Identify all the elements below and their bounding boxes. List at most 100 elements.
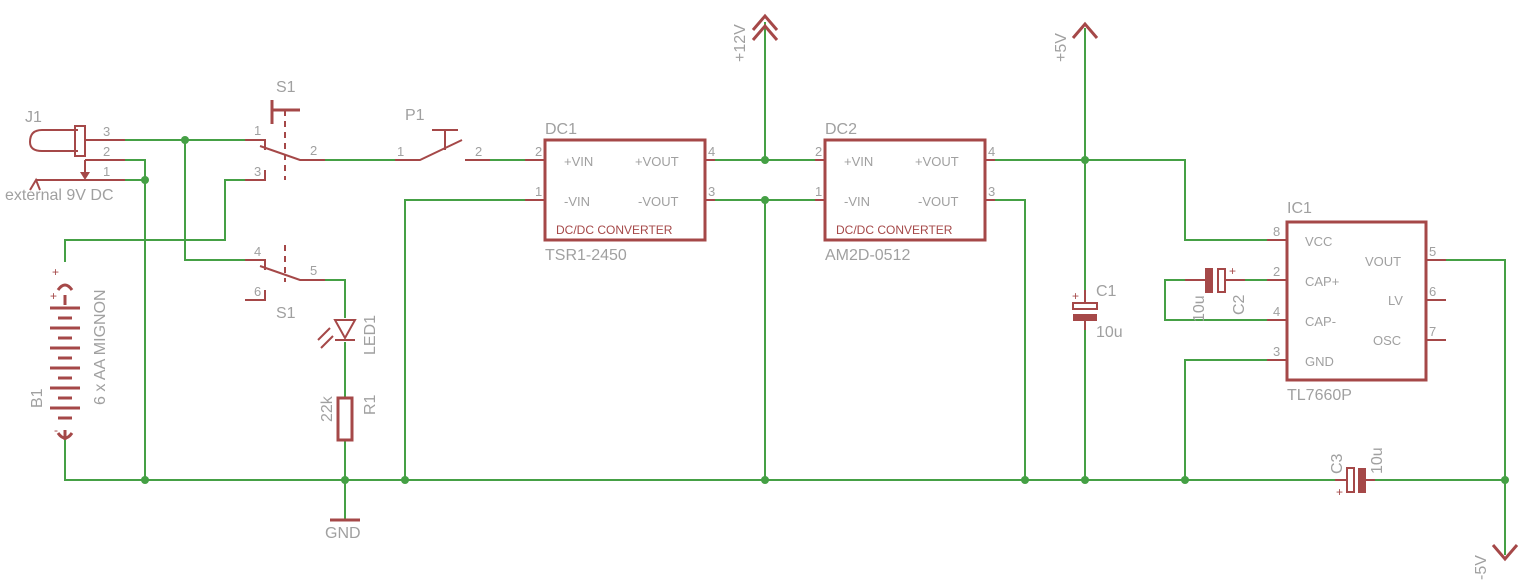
label: 5 bbox=[1429, 244, 1436, 259]
label: 3 bbox=[1273, 344, 1280, 359]
label: OSC bbox=[1373, 333, 1401, 348]
schematic-stroke bbox=[525, 159, 715, 201]
label: 3 bbox=[254, 164, 261, 179]
junction-dot bbox=[761, 196, 769, 204]
label: 2 bbox=[1273, 264, 1280, 279]
schematic-stroke bbox=[333, 319, 357, 341]
label: -VOUT bbox=[638, 194, 679, 209]
label: +VIN bbox=[844, 154, 873, 169]
junction-dot bbox=[1021, 476, 1029, 484]
schematic-stroke bbox=[50, 283, 80, 440]
resistor-r1: 22k R1 bbox=[319, 394, 379, 442]
label: 7 bbox=[1429, 324, 1436, 339]
label: P1 bbox=[405, 107, 425, 124]
schematic-stroke bbox=[1491, 544, 1519, 562]
label: + bbox=[52, 265, 59, 279]
schematic-stroke bbox=[64, 22, 1506, 555]
label: J1 bbox=[25, 109, 42, 126]
schematic-stroke bbox=[80, 172, 90, 180]
junction-dot bbox=[761, 156, 769, 164]
label: C1 bbox=[1096, 283, 1117, 300]
label: -VIN bbox=[844, 194, 870, 209]
pushbutton-p1: P1 1 2 bbox=[395, 107, 490, 161]
label: + bbox=[1229, 264, 1236, 278]
schematic-stroke bbox=[1073, 314, 1097, 321]
junction-dot bbox=[141, 476, 149, 484]
capacitor-c1: + C1 10u bbox=[1072, 283, 1123, 341]
label: 5 bbox=[310, 263, 317, 278]
schematic-stroke bbox=[1346, 467, 1355, 493]
label: 6 x AA MIGNON bbox=[92, 289, 109, 405]
label: 4 bbox=[1273, 304, 1280, 319]
label: 6 bbox=[1429, 284, 1436, 299]
supply-12v: +12V bbox=[732, 13, 779, 62]
label: S1 bbox=[276, 79, 296, 96]
label: TL7660P bbox=[1287, 387, 1352, 404]
schematic-stroke bbox=[543, 138, 707, 242]
converter-dc1: DC1 TSR1-2450 DC/DC CONVERTER +VIN -VIN … bbox=[525, 121, 715, 264]
label: DC2 bbox=[825, 121, 857, 138]
label: 2 bbox=[815, 144, 822, 159]
label: 4 bbox=[708, 144, 715, 159]
label: +VOUT bbox=[915, 154, 959, 169]
label: TSR1-2450 bbox=[545, 247, 627, 264]
label: DC/DC CONVERTER bbox=[556, 223, 673, 237]
jack-j1: J1 3 2 1 external 9V DC bbox=[5, 109, 125, 204]
label: + bbox=[50, 289, 57, 303]
label: DC1 bbox=[545, 121, 577, 138]
schematic-stroke bbox=[815, 159, 995, 201]
label: 4 bbox=[988, 144, 995, 159]
label: AM2D-0512 bbox=[825, 247, 910, 264]
schematic-stroke bbox=[1267, 239, 1446, 361]
schematic-stroke bbox=[245, 139, 325, 301]
label: C3 bbox=[1329, 453, 1346, 474]
schematic-stroke bbox=[336, 396, 354, 442]
led-led1: LED1 bbox=[317, 315, 379, 355]
label: LED1 bbox=[362, 315, 379, 355]
label: 1 bbox=[815, 184, 822, 199]
label: VOUT bbox=[1365, 254, 1401, 269]
label: B1 bbox=[29, 388, 46, 408]
schematic-stroke bbox=[823, 138, 987, 242]
label: 4 bbox=[254, 244, 261, 259]
label: GND bbox=[325, 525, 361, 542]
label: 10u bbox=[1096, 324, 1123, 341]
junction-dot bbox=[141, 176, 149, 184]
label: 3 bbox=[103, 124, 110, 139]
label: 1 bbox=[397, 144, 404, 159]
label: C2 bbox=[1231, 294, 1248, 315]
label: -VOUT bbox=[918, 194, 959, 209]
label: GND bbox=[1305, 354, 1334, 369]
label: +VOUT bbox=[635, 154, 679, 169]
label: 3 bbox=[708, 184, 715, 199]
label: DC/DC CONVERTER bbox=[836, 223, 953, 237]
label: +VIN bbox=[564, 154, 593, 169]
label: 10u bbox=[1369, 447, 1386, 474]
switch-s1: S1 S1 1 2 3 4 5 6 bbox=[245, 79, 325, 322]
schematic-stroke bbox=[751, 13, 779, 41]
label: -VIN bbox=[564, 194, 590, 209]
label: IC1 bbox=[1287, 200, 1312, 217]
junction-dot bbox=[401, 476, 409, 484]
label: -5V bbox=[1473, 555, 1490, 580]
label: 1 bbox=[535, 184, 542, 199]
label: +5V bbox=[1053, 33, 1070, 62]
schematic-stroke bbox=[317, 327, 334, 349]
ground-symbol: GND bbox=[325, 518, 361, 542]
capacitor-c3: + C3 10u bbox=[1329, 447, 1386, 499]
label: 1 bbox=[254, 123, 261, 138]
label: VCC bbox=[1305, 234, 1332, 249]
converter-dc2: DC2 AM2D-0512 DC/DC CONVERTER +VIN -VIN … bbox=[815, 121, 995, 264]
label: 22k bbox=[319, 395, 336, 422]
supply-minus5v: -5V bbox=[1473, 544, 1519, 580]
label: + bbox=[1072, 289, 1079, 303]
label: 8 bbox=[1273, 224, 1280, 239]
wires bbox=[64, 22, 1506, 555]
capacitor-c2: + 10u C2 bbox=[1185, 264, 1248, 322]
label: S1 bbox=[276, 305, 296, 322]
junction-dot bbox=[761, 476, 769, 484]
junction-dot bbox=[341, 476, 349, 484]
schematic-stroke bbox=[1358, 468, 1366, 493]
label: 6 bbox=[254, 284, 261, 299]
